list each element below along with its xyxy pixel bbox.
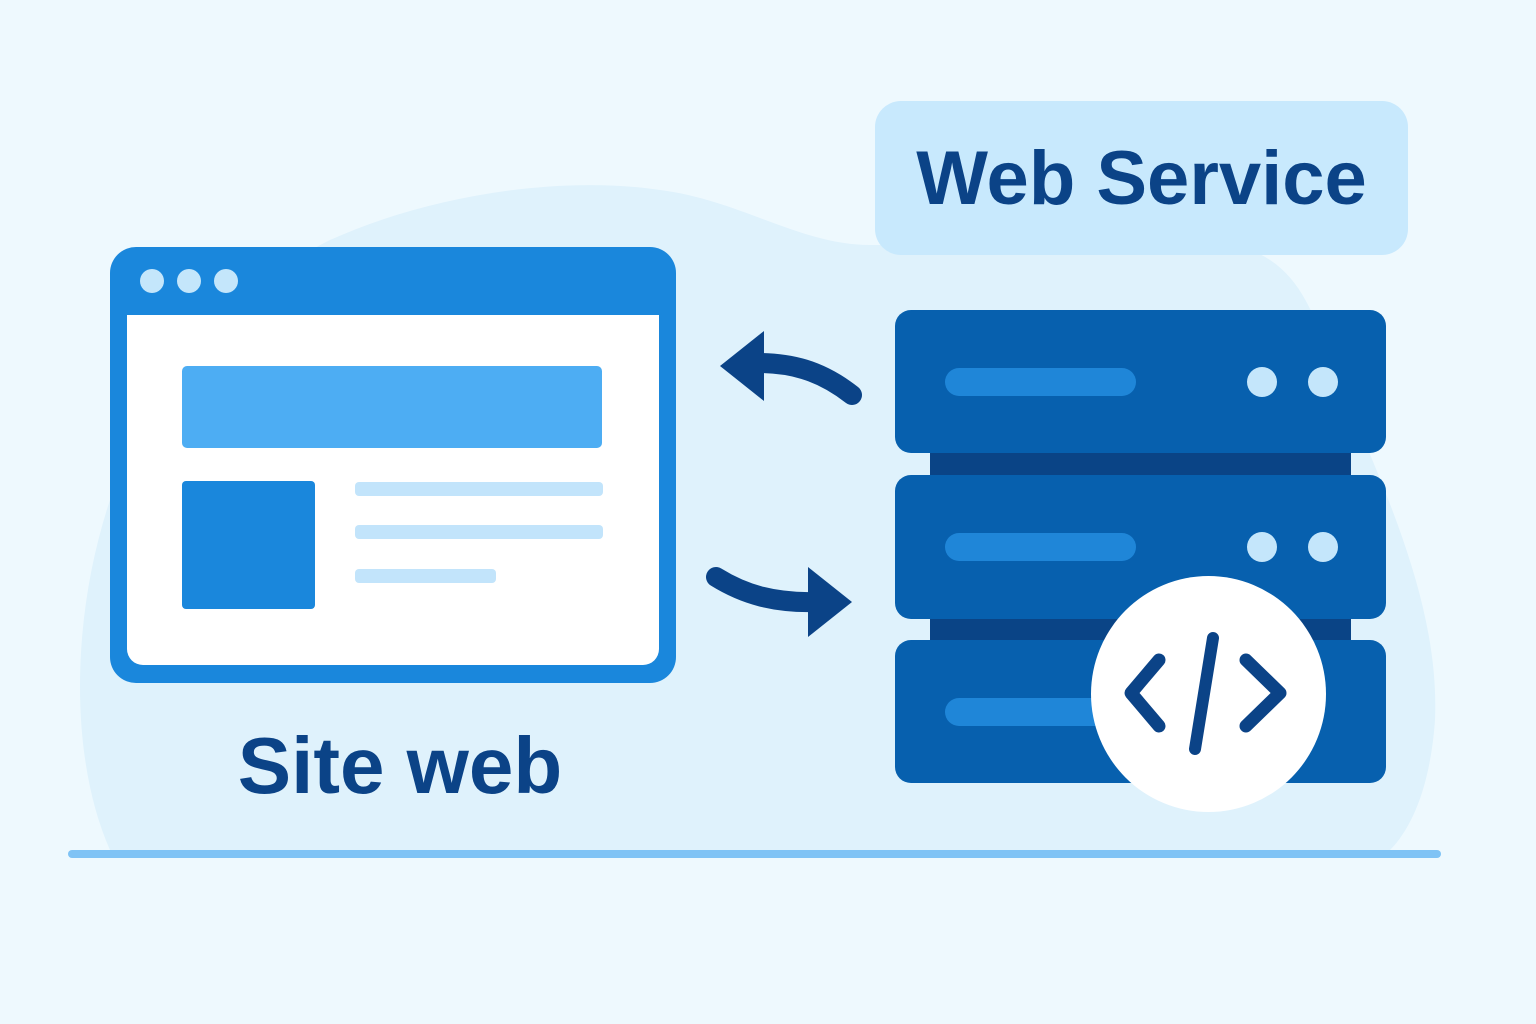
arrow-right-icon [706, 567, 852, 637]
window-controls [140, 269, 238, 293]
code-badge [1091, 576, 1326, 812]
web-service-label-box: Web Service [875, 101, 1408, 255]
drive-slot [945, 533, 1136, 561]
window-dot [140, 269, 164, 293]
browser-window [110, 247, 676, 683]
server-rack-unit [895, 475, 1386, 619]
status-led [1247, 367, 1277, 397]
code-icon [1124, 632, 1287, 755]
page-text-line [355, 569, 496, 583]
window-dot [214, 269, 238, 293]
status-led [1247, 532, 1277, 562]
ground-line [68, 850, 1441, 858]
page-text-line [355, 525, 603, 539]
server-rack-unit [895, 310, 1386, 453]
page-image-block [182, 481, 315, 609]
page-header-block [182, 366, 602, 448]
web-service-label: Web Service [916, 136, 1367, 221]
window-dot [177, 269, 201, 293]
arrow-left-icon [720, 331, 862, 405]
drive-slot [945, 368, 1136, 396]
status-led [1308, 367, 1338, 397]
site-web-label: Site web [237, 721, 563, 810]
page-text-line [355, 482, 603, 496]
browser-viewport [127, 315, 659, 665]
status-led [1308, 532, 1338, 562]
